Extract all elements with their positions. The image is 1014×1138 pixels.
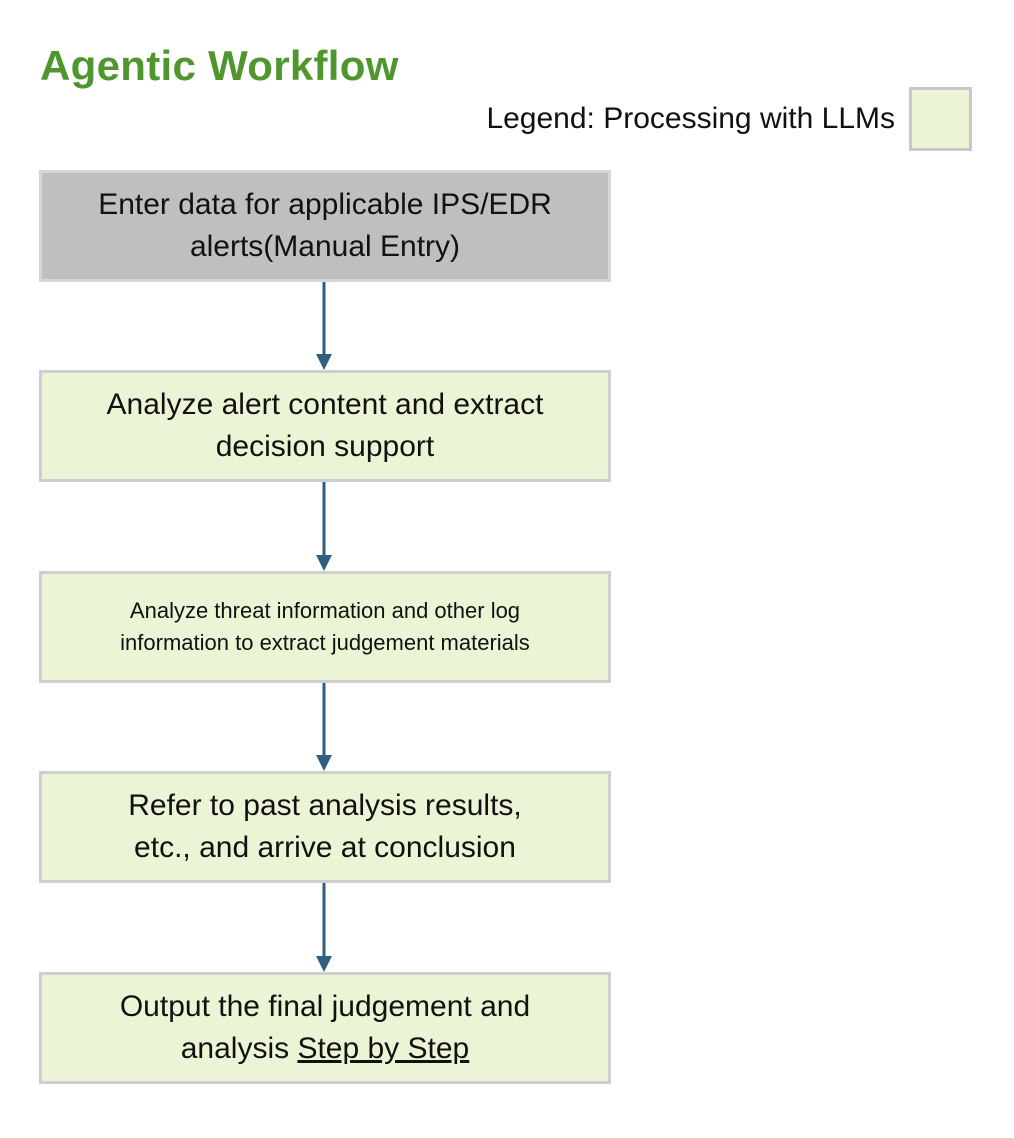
legend-label: Legend: Processing with LLMs [486,102,895,135]
step-5-text: Output the final judgement and analysis … [120,986,530,1070]
arrow-1-to-2 [316,282,332,370]
step-5-output-judgement: Output the final judgement and analysis … [39,972,611,1084]
legend-swatch-llm [909,87,972,151]
step-4-text: Refer to past analysis results, etc., an… [128,785,522,869]
arrow-3-to-4 [316,683,332,771]
arrow-4-to-5 [316,883,332,972]
step-3-text: Analyze threat information and other log… [120,595,530,659]
step-4-refer-past-results: Refer to past analysis results, etc., an… [39,771,611,883]
step-4-line-2: etc., and arrive at conclusion [134,831,516,864]
step-1-text: Enter data for applicable IPS/EDR alerts… [98,184,552,268]
step-1-line-1: Enter data for applicable IPS/EDR [98,188,552,221]
step-2-analyze-alert: Analyze alert content and extract decisi… [39,370,611,482]
step-5-line-2-underlined: Step by Step [297,1032,470,1065]
step-2-line-1: Analyze alert content and extract [106,388,544,421]
step-3-line-2: information to extract judgement materia… [120,630,530,655]
step-5-line-2-prefix: analysis [180,1032,298,1065]
step-3-analyze-threat: Analyze threat information and other log… [39,571,611,683]
step-5-line-1: Output the final judgement and [119,990,531,1023]
step-1-manual-entry: Enter data for applicable IPS/EDR alerts… [39,170,611,282]
step-4-line-1: Refer to past analysis results, [128,789,522,822]
step-3-line-1: Analyze threat information and other log [129,598,521,623]
legend: Legend: Processing with LLMs [486,87,972,151]
step-2-line-2: decision support [215,430,435,463]
arrow-2-to-3 [316,482,332,571]
step-2-text: Analyze alert content and extract decisi… [107,384,544,468]
step-1-line-2: alerts(Manual Entry) [189,230,461,263]
diagram-title: Agentic Workflow [40,42,399,89]
